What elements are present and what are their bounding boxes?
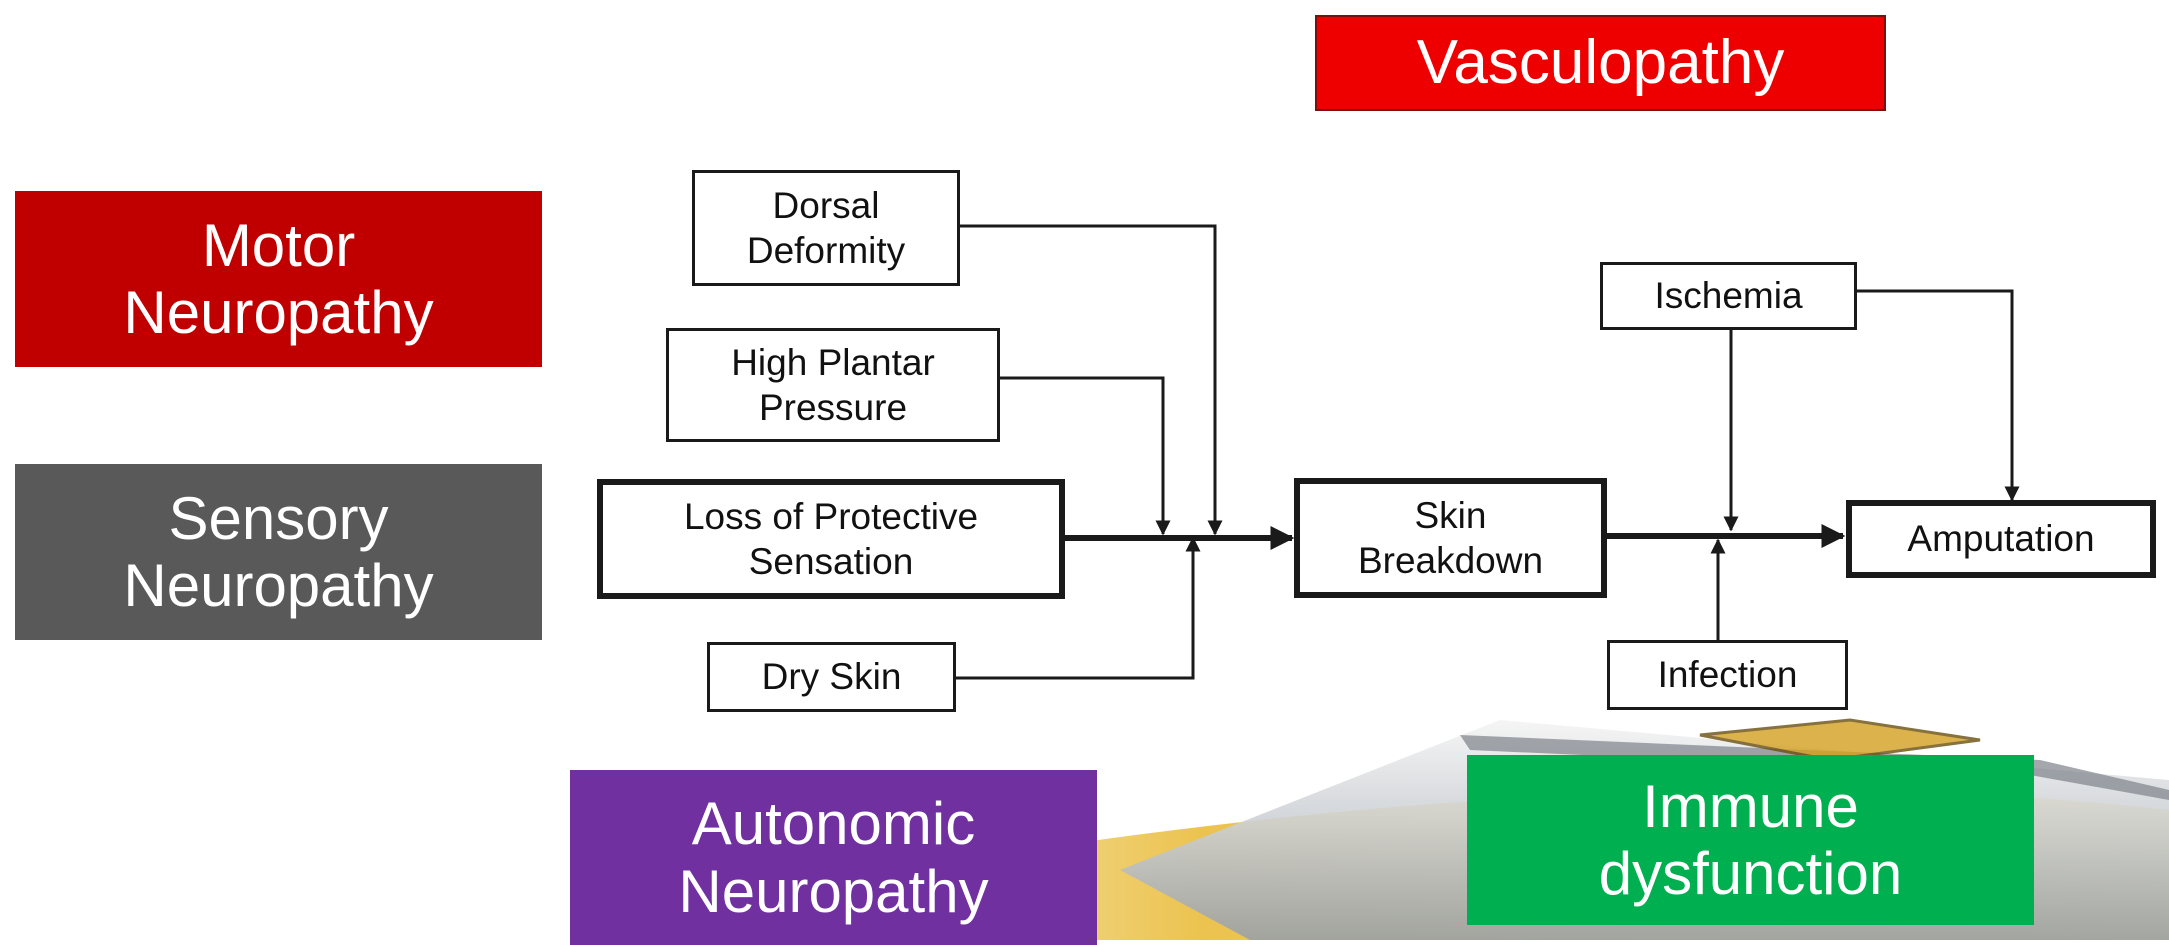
node-dorsal-deformity: Dorsal Deformity	[692, 170, 960, 286]
node-loss-line1: Loss of Protective	[684, 494, 978, 539]
node-infection: Infection	[1607, 640, 1848, 710]
node-ischemia-label: Ischemia	[1654, 273, 1802, 318]
node-loss-of-protective-sensation: Loss of Protective Sensation	[597, 479, 1065, 599]
node-ischemia: Ischemia	[1600, 262, 1857, 330]
node-dorsal-deformity-line1: Dorsal	[773, 183, 880, 228]
connector-ischemia-amputation	[1855, 291, 2012, 500]
node-amputation: Amputation	[1846, 500, 2156, 578]
node-dorsal-deformity-line2: Deformity	[747, 228, 905, 273]
node-high-plantar-pressure-line2: Pressure	[759, 385, 907, 430]
node-dry-skin-label: Dry Skin	[762, 654, 902, 699]
node-skin-breakdown: Skin Breakdown	[1294, 478, 1607, 598]
node-dry-skin: Dry Skin	[707, 642, 956, 712]
node-high-plantar-pressure-line1: High Plantar	[731, 340, 935, 385]
node-amputation-label: Amputation	[1907, 516, 2094, 561]
node-skin-breakdown-line2: Breakdown	[1358, 538, 1543, 583]
node-infection-label: Infection	[1658, 652, 1798, 697]
node-skin-breakdown-line1: Skin	[1415, 493, 1487, 538]
node-loss-line2: Sensation	[749, 539, 914, 584]
node-high-plantar-pressure: High Plantar Pressure	[666, 328, 1000, 442]
